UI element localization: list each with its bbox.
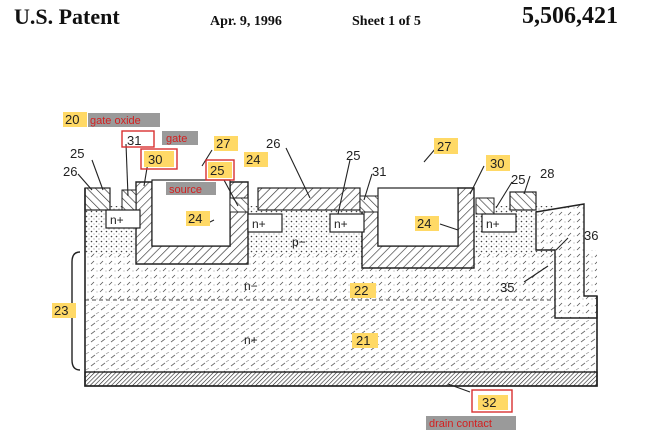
region-n-plus-1: n+ bbox=[110, 213, 124, 227]
annotation-gate-oxide: gate oxide bbox=[90, 115, 141, 127]
ref-26-center: 26 bbox=[266, 136, 280, 151]
callout-box-31 bbox=[121, 130, 155, 148]
ref-24-right: 24 bbox=[417, 216, 431, 231]
ref-20: 20 bbox=[65, 112, 79, 127]
n-plus-source-left bbox=[105, 209, 141, 229]
n-plus-source-center-left bbox=[247, 213, 283, 233]
sheet-number: Sheet 1 of 5 bbox=[352, 14, 421, 29]
region-n-plus-2: n+ bbox=[252, 217, 266, 231]
callout-box-25 bbox=[205, 159, 235, 181]
ref-25-center: 25 bbox=[210, 163, 224, 178]
annotation-source: source bbox=[169, 184, 202, 196]
n-plus-substrate-21 bbox=[85, 300, 597, 372]
callout-box-32 bbox=[471, 389, 513, 413]
ref-30-right: 30 bbox=[490, 156, 504, 171]
region-n-minus: n− bbox=[244, 279, 258, 293]
ref-31-right: 31 bbox=[372, 164, 386, 179]
ref-35: 35 bbox=[500, 280, 514, 295]
ref-24-top: 24 bbox=[246, 152, 260, 167]
source-electrode-26-center bbox=[257, 187, 361, 211]
region-n-plus-3: n+ bbox=[334, 217, 348, 231]
ref-28: 28 bbox=[540, 166, 554, 181]
callout-box-30 bbox=[140, 148, 178, 170]
ref-22: 22 bbox=[354, 283, 368, 298]
patent-date: Apr. 9, 1996 bbox=[210, 14, 282, 29]
ref-30-left: 30 bbox=[148, 152, 162, 167]
patent-number: 5,506,421 bbox=[522, 3, 618, 29]
ref-25-left: 25 bbox=[70, 146, 84, 161]
region-n-plus-substrate: n+ bbox=[244, 333, 258, 347]
ref-27-right: 27 bbox=[437, 139, 451, 154]
drain-metal-32 bbox=[84, 371, 598, 387]
patent-title: U.S. Patent bbox=[14, 4, 120, 29]
source-electrode-26-left bbox=[84, 187, 111, 211]
region-n-plus-4: n+ bbox=[486, 217, 500, 231]
region-p-minus: p− bbox=[292, 235, 306, 249]
ref-26-left: 26 bbox=[63, 164, 77, 179]
ref-31-left: 31 bbox=[127, 133, 141, 148]
n-plus-source-center-right bbox=[329, 213, 365, 233]
ref-36: 36 bbox=[584, 228, 598, 243]
n-plus-source-right bbox=[481, 213, 517, 233]
leader-lines bbox=[77, 143, 569, 393]
ref-23: 23 bbox=[54, 303, 68, 318]
ref-25-right: 25 bbox=[346, 148, 360, 163]
ref-32: 32 bbox=[482, 395, 496, 410]
ref-27-left: 27 bbox=[216, 136, 230, 151]
ref-25-far: 25 bbox=[511, 172, 525, 187]
ref-21: 21 bbox=[356, 333, 370, 348]
ref-24-left: 24 bbox=[188, 211, 202, 226]
annotation-drain-contact: drain contact bbox=[429, 418, 492, 430]
annotation-gate: gate bbox=[166, 133, 187, 145]
source-electrode-28 bbox=[509, 191, 537, 211]
